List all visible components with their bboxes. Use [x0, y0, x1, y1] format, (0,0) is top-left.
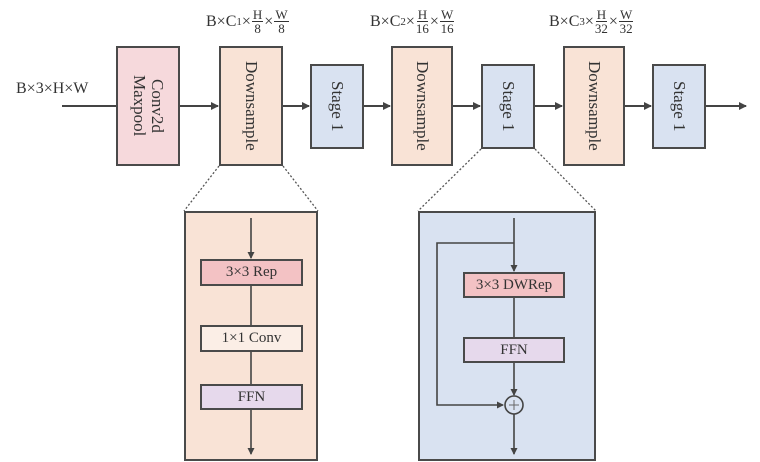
- conv2d-label: Conv2d: [148, 79, 167, 133]
- conv2d-maxpool-block: Conv2d Maxpool: [116, 46, 180, 166]
- stage-block-2: Stage 1: [481, 64, 535, 149]
- downsample-label: Downsample: [242, 61, 261, 151]
- downsample-label: Downsample: [585, 61, 604, 151]
- residual-skip-connection: [436, 242, 514, 409]
- zoom-line-left-b: [282, 165, 319, 212]
- stage-block-3: Stage 1: [652, 64, 706, 149]
- stage-label: Stage 1: [670, 81, 689, 132]
- downsample-label: Downsample: [413, 61, 432, 151]
- dwrep-3x3-block: 3×3 DWRep: [463, 272, 565, 298]
- stage-detail-panel: [418, 211, 596, 461]
- stage-label: Stage 1: [328, 81, 347, 132]
- rep-3x3-block: 3×3 Rep: [200, 259, 303, 286]
- conv-1x1-block: 1×1 Conv: [200, 325, 303, 352]
- stage-label: Stage 1: [499, 81, 518, 132]
- downsample-block-2: Downsample: [391, 46, 453, 166]
- downsample-block-3: Downsample: [563, 46, 625, 166]
- zoom-line-right-a: [417, 148, 482, 212]
- ffn-block-stage: FFN: [463, 337, 565, 363]
- maxpool-label: Maxpool: [130, 75, 149, 137]
- zoom-line-right-b: [534, 148, 597, 212]
- ffn-block-downsample: FFN: [200, 384, 303, 410]
- input-shape-label: B×3×H×W: [16, 80, 89, 97]
- stage-block-1: Stage 1: [310, 64, 364, 149]
- downsample-block-1: Downsample: [219, 46, 283, 166]
- zoom-line-left-a: [183, 165, 220, 212]
